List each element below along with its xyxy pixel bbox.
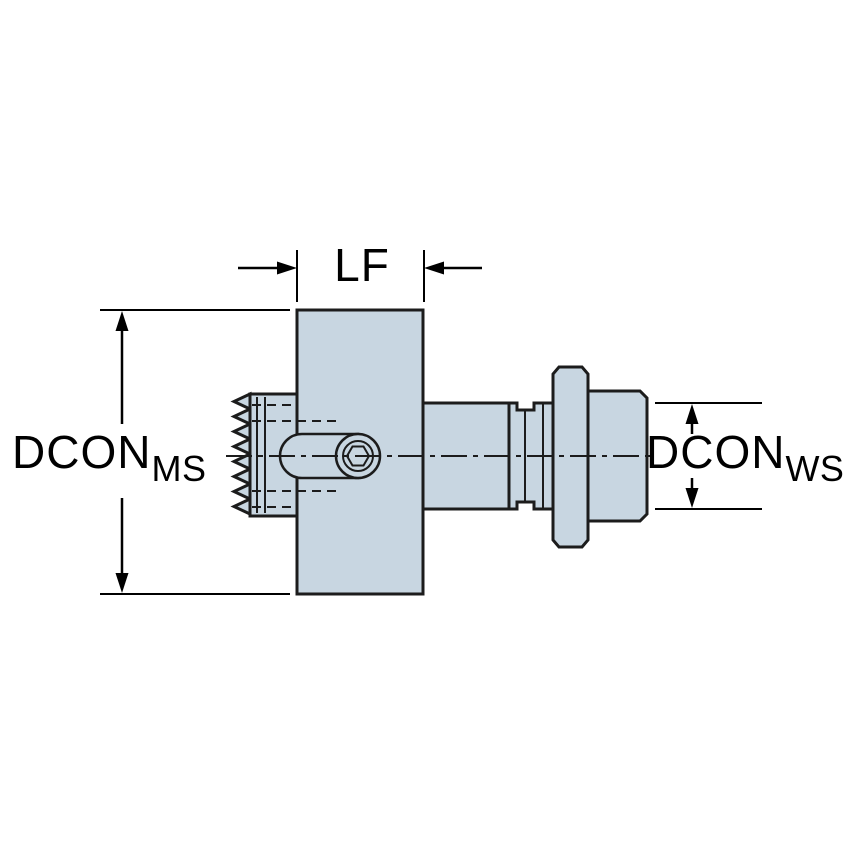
dcon-ms-arrowhead-bottom [115, 573, 129, 593]
dcon-ws-main-text: DCON [646, 426, 786, 478]
dimension-label-dcon-ws: DCONWS [646, 426, 844, 487]
lf-arrowhead-right [424, 261, 444, 275]
dimension-lf [238, 250, 482, 302]
dcon-ms-arrowhead-top [115, 311, 129, 331]
dcon-ws-arrowhead-top [685, 404, 699, 424]
dimension-dcon-ms [100, 309, 290, 595]
dimension-label-lf: LF [334, 239, 390, 291]
dcon-ms-subscript-text: MS [151, 448, 207, 489]
dimension-dcon-ws [655, 402, 762, 510]
dcon-ws-subscript-text: WS [785, 448, 845, 489]
dcon-ms-main-text: DCON [12, 426, 152, 478]
lf-arrowhead-left [277, 261, 297, 275]
dimension-label-dcon-ms: DCONMS [12, 426, 206, 487]
dcon-ws-arrowhead-bottom [685, 488, 699, 508]
thread-teeth-profile [230, 391, 254, 517]
